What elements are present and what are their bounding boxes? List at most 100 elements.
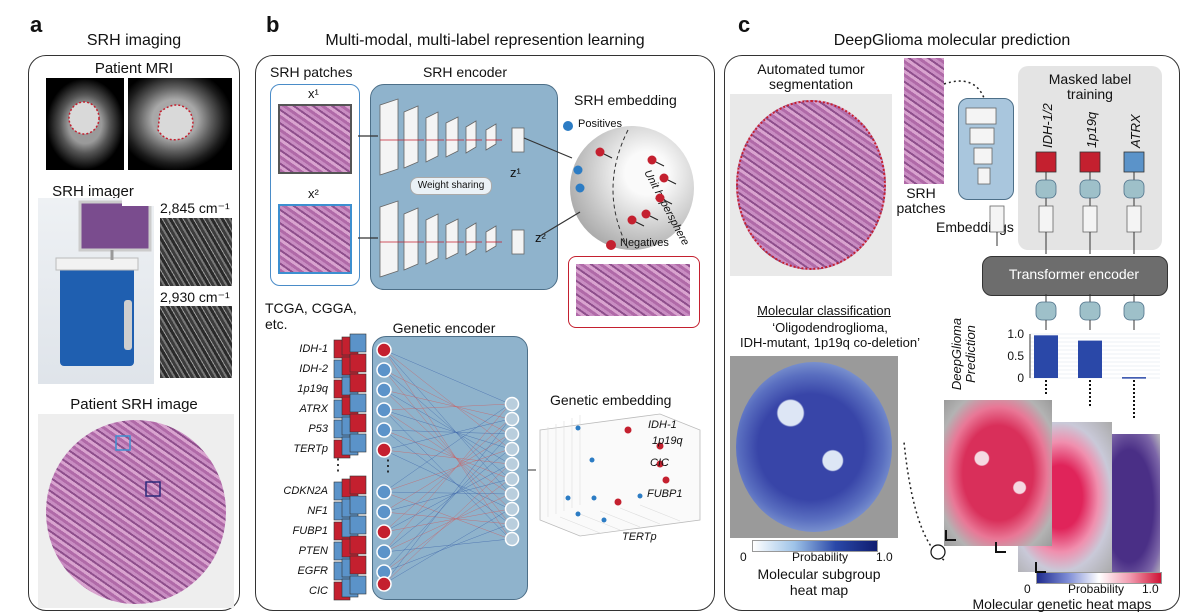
patch-to-encoder-arrow — [943, 80, 985, 99]
prediction-tick-2: 0.5 — [1007, 349, 1024, 363]
nn-edge-9-2 — [383, 418, 511, 533]
negative-arrow-4 — [649, 215, 659, 221]
panel-a-title: SRH imaging — [86, 32, 182, 49]
nn-edge-10-1 — [383, 403, 511, 553]
prediction-bar-3 — [1122, 377, 1146, 379]
transformer-encoder-label: Transformer encoder — [1008, 266, 1140, 282]
nn-input-node-8 — [376, 504, 392, 520]
mask-vector-3 — [1126, 205, 1142, 233]
embedding-point-label-3: CIC — [650, 457, 669, 469]
negative-arrow-5 — [635, 221, 645, 227]
nn-edge-4-7 — [383, 409, 511, 495]
gene-label-bottom-3: FUBP1 — [293, 525, 328, 537]
negative-point-2 — [659, 173, 669, 183]
gene-cell-top-3-3 — [349, 373, 367, 393]
cnn-bottom-layer-6 — [485, 225, 497, 253]
nn-edge-7-7 — [383, 491, 511, 495]
gene-cell-top-2-3 — [349, 353, 367, 373]
nn-edge-1-7 — [383, 349, 511, 495]
genetic-encoder-box — [372, 336, 528, 600]
cnn-bottom-layer-5 — [465, 222, 477, 256]
embedding-bg-point-5 — [601, 517, 607, 523]
panel-c-letter: c — [738, 12, 751, 37]
negatives-legend-dot — [606, 240, 616, 250]
nn-edge-2-9 — [383, 369, 511, 525]
nn-edge-11-9 — [383, 523, 511, 573]
z2-arrow — [539, 211, 581, 237]
gene-cell-bottom-3-3 — [349, 515, 367, 535]
embedding-bg-point-7 — [637, 493, 643, 499]
mask-vector-1 — [1038, 205, 1054, 233]
nn-edge-7-10 — [383, 491, 511, 540]
cnn-top-output-vector — [511, 127, 525, 153]
embedding-bg-point-2 — [589, 457, 595, 463]
nn-output-node-9 — [504, 516, 520, 532]
positives-legend-dot — [563, 121, 573, 131]
embedding-point-label-1: IDH-1 — [648, 419, 677, 431]
nn-edge-2-3 — [383, 369, 511, 435]
gene-cell-bottom-4-3 — [349, 535, 367, 555]
unit-hypersphere — [570, 126, 694, 250]
srh-roi-blue — [115, 435, 131, 451]
mri-tumor-outline-sagittal — [157, 104, 194, 141]
embedding-point-2 — [656, 442, 664, 450]
output-embed-2 — [1079, 301, 1101, 321]
negative-point-4 — [641, 209, 651, 219]
genetic-maps-label: Molecular genetic heat maps — [972, 596, 1152, 612]
stack-corner-marks — [945, 530, 1046, 573]
x2-label: x² — [308, 186, 319, 201]
gene-label-bottom-5: EGFR — [297, 565, 328, 577]
mask-embed-1 — [1035, 179, 1057, 199]
nn-edge-5-9 — [383, 429, 511, 525]
z1-arrow — [523, 137, 573, 159]
embedding-grid-d-2 — [579, 513, 621, 531]
negative-arrow-2 — [667, 179, 677, 185]
gene-label-bottom-2: NF1 — [307, 505, 328, 517]
nn-output-node-3 — [504, 426, 520, 442]
z1-label: z¹ — [510, 165, 521, 180]
gene-cell-bottom-5-3 — [349, 555, 367, 575]
srh-patches-c-label: SRH patches — [896, 185, 946, 216]
nn-input-node-10 — [376, 544, 392, 560]
srh-roi-dark — [145, 481, 161, 497]
srh-embedding-label: SRH embedding — [574, 92, 677, 108]
nn-input-node-3 — [376, 382, 392, 398]
gene-label-top-4: ATRX — [298, 403, 328, 415]
nn-edge-2-6 — [383, 369, 511, 480]
nn-input-node-1 — [376, 342, 392, 358]
mask-embed-3 — [1123, 179, 1145, 199]
genetic-colorbar — [1036, 572, 1162, 584]
masked-label-title: Masked label training — [1048, 71, 1132, 102]
cnn-top-layer-2 — [403, 105, 419, 169]
gene-cell-bottom-1-3 — [349, 475, 367, 495]
nn-edge-4-1 — [383, 403, 511, 411]
imager-cart — [60, 266, 134, 366]
weight-sharing-pill: Weight sharing — [410, 177, 492, 195]
nn-edge-9-5 — [383, 463, 511, 533]
mask-token-1 — [1035, 151, 1057, 173]
gene-label-bottom-6: CIC — [309, 585, 328, 597]
embedding-point-5 — [614, 498, 622, 506]
mask-token-3 — [1123, 151, 1145, 173]
nn-edge-4-4 — [383, 409, 511, 450]
cnn-top-layer-6 — [485, 123, 497, 151]
patch-x1-image — [278, 104, 352, 174]
nn-output-node-1 — [504, 396, 520, 412]
patch-x2-image — [278, 204, 352, 274]
prediction-bar-1 — [1034, 335, 1058, 378]
imager-wall-strip — [122, 198, 154, 206]
gene-label-top-3: 1p19q — [297, 383, 328, 395]
negative-arrow-6 — [603, 153, 613, 159]
nn-edge-10-10 — [383, 538, 511, 553]
genes-ellipsis: ⋮ — [330, 457, 346, 474]
nn-input-node-6 — [376, 442, 392, 458]
output-embed-1 — [1035, 301, 1057, 321]
mri-label: Patient MRI — [94, 60, 174, 77]
heat-map-idh — [944, 400, 1052, 546]
srh-patches-box — [270, 84, 360, 286]
negative-point-3 — [655, 193, 665, 203]
classification-text: ‘Oligodendroglioma, IDH-mutant, 1p19q co… — [740, 320, 920, 350]
nn-edge-10-7 — [383, 493, 511, 553]
srh-image-label: Patient SRH image — [70, 396, 198, 413]
cnn-bottom-layer-4 — [445, 218, 459, 260]
